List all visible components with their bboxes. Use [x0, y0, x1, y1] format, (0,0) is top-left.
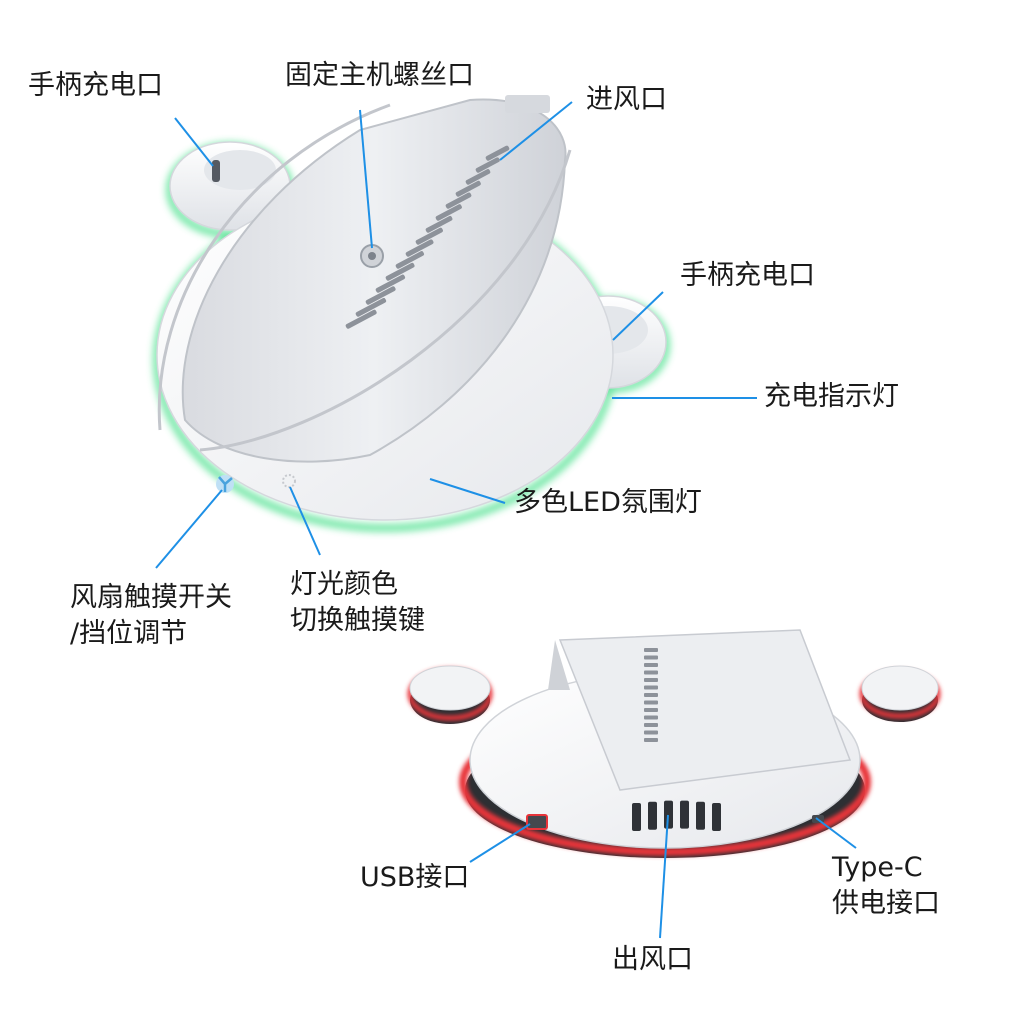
- vent-slot: [644, 693, 658, 697]
- bottom-dock-view: [407, 629, 941, 858]
- leader-controller-right: [612, 291, 664, 341]
- exhaust-vents: [632, 800, 721, 831]
- leader-light: [289, 486, 321, 556]
- usb-port: [526, 814, 548, 830]
- pad-right-bottom: [861, 665, 939, 711]
- vent-slot: [485, 145, 510, 161]
- vent-slot: [385, 262, 415, 281]
- light-touch-key: [282, 474, 296, 488]
- screw-hole: [360, 244, 384, 268]
- vent-slot: [644, 655, 658, 660]
- console-tray-bottom: [558, 629, 852, 791]
- leader-controller-left: [174, 117, 214, 167]
- label-fan-switch: 风扇触摸开关 /挡位调节: [70, 580, 232, 652]
- vent-slot: [644, 730, 658, 735]
- vent-slot: [465, 169, 491, 185]
- usb-c-connector-left: [212, 160, 220, 182]
- leader-typec: [815, 817, 857, 849]
- pad-left-bottom: [409, 665, 491, 711]
- vent-slot: [644, 685, 658, 690]
- vent-slot: [455, 180, 481, 197]
- leader-outlet: [659, 814, 669, 939]
- vent-slot: [405, 239, 434, 257]
- top-dock-view: [153, 95, 670, 532]
- vent-slot: [644, 700, 658, 705]
- leader-usb: [469, 823, 531, 863]
- leader-rgb: [429, 478, 506, 504]
- vent-slot: [345, 309, 377, 329]
- vent-slot: [425, 215, 453, 233]
- label-rgb-ambient-light: 多色LED氛围灯: [514, 487, 702, 518]
- leader-fan: [155, 489, 223, 569]
- exhaust-slot: [712, 803, 721, 831]
- label-fan-switch-line2: /挡位调节: [70, 618, 188, 649]
- exhaust-slot: [696, 801, 705, 830]
- label-fan-switch-line1: 风扇触摸开关: [70, 582, 232, 613]
- label-usb-port: USB接口: [360, 862, 470, 893]
- vent-slot: [644, 678, 658, 682]
- vent-slot: [644, 663, 658, 667]
- vent-slot: [375, 274, 406, 293]
- label-console-screw-hole: 固定主机螺丝口: [285, 60, 474, 91]
- vent-slot: [644, 648, 658, 652]
- vent-slot: [445, 192, 472, 209]
- vent-slot: [355, 298, 387, 317]
- vent-slot: [475, 157, 500, 173]
- vent-slot: [644, 738, 658, 742]
- leader-screw: [359, 109, 373, 249]
- label-controller-port-left: 手柄充电口: [28, 70, 163, 101]
- label-charge-indicator: 充电指示灯: [764, 381, 899, 412]
- label-controller-port-right: 手柄充电口: [680, 260, 815, 291]
- label-typec-power: Type-C 供电接口: [832, 850, 940, 922]
- vent-slot: [365, 286, 396, 305]
- label-typec-line1: Type-C: [832, 852, 923, 883]
- vent-slot: [395, 251, 425, 269]
- exhaust-slot: [648, 801, 657, 830]
- vent-slot: [644, 723, 658, 727]
- label-light-color-switch: 灯光颜色 切换触摸键: [290, 567, 425, 639]
- vent-slot: [644, 708, 658, 712]
- air-inlet-vents: [345, 145, 510, 329]
- label-air-inlet: 进风口: [586, 84, 667, 115]
- exhaust-slot: [664, 800, 673, 829]
- label-air-outlet: 出风口: [612, 944, 693, 975]
- leader-inlet: [499, 101, 573, 161]
- vent-slot: [644, 670, 658, 675]
- leader-lines: [155, 101, 857, 939]
- exhaust-slot: [680, 800, 689, 829]
- exhaust-slot: [632, 803, 641, 831]
- vent-slot: [415, 227, 443, 245]
- vent-slot: [435, 204, 462, 221]
- fan-touch-key: [216, 475, 234, 493]
- label-light-color-line1: 灯光颜色: [290, 569, 398, 600]
- vent-slot: [644, 715, 658, 720]
- label-light-color-line2: 切换触摸键: [290, 605, 425, 636]
- label-typec-line2: 供电接口: [832, 888, 940, 919]
